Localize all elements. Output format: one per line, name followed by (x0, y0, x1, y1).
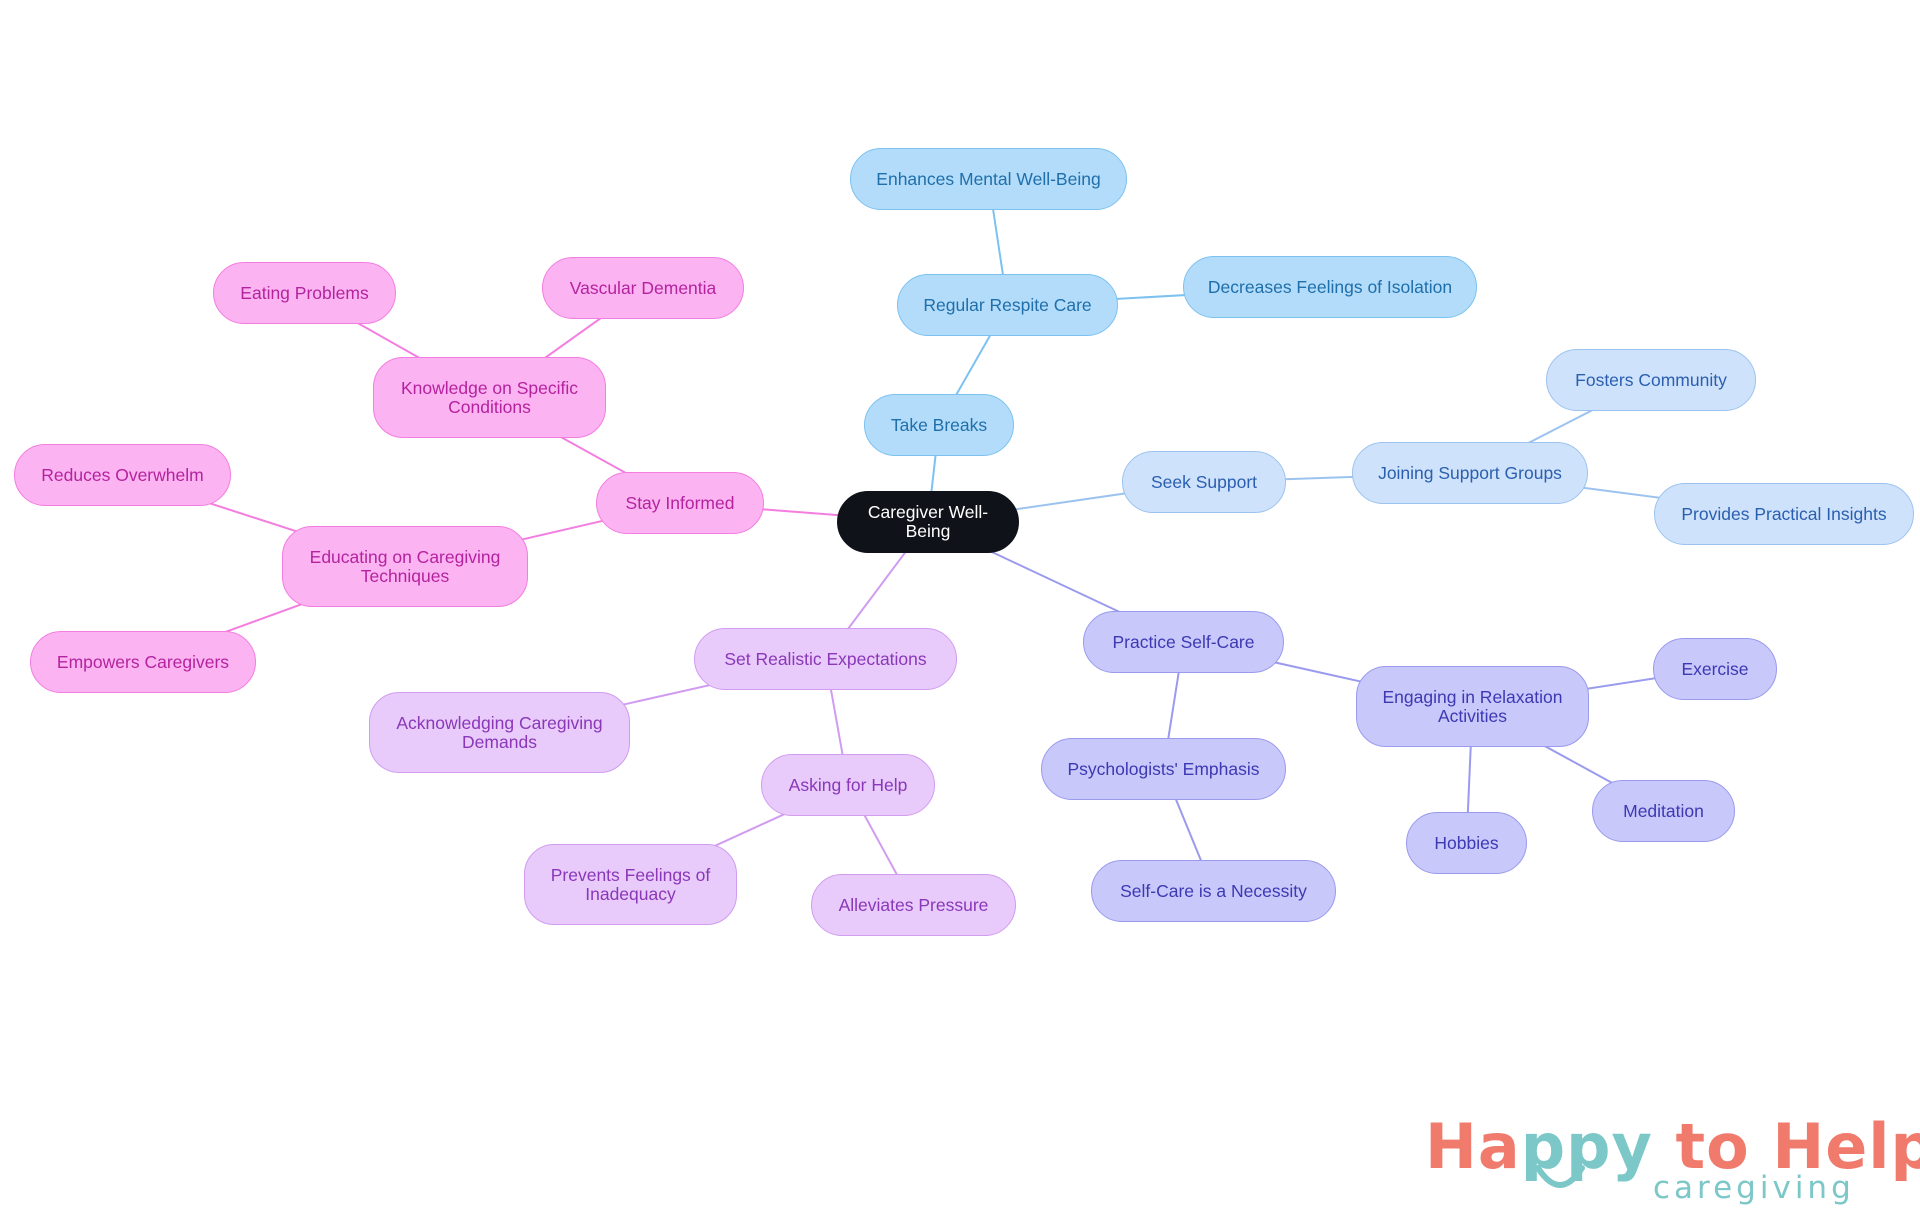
node-practice-self-care: Practice Self-Care (1083, 611, 1284, 673)
node-decreases-feelings-of-isolation: Decreases Feelings of Isolation (1183, 256, 1477, 318)
logo-subtitle: caregiving (1653, 1170, 1855, 1206)
node-seek-support: Seek Support (1122, 451, 1286, 513)
node-alleviates-pressure: Alleviates Pressure (811, 874, 1016, 936)
node-label-decreases-feelings-of-isolation: Decreases Feelings of Isolation (1207, 276, 1453, 297)
node-label-center: Caregiver Well-Being (867, 502, 989, 541)
node-label-vascular-dementia: Vascular Dementia (569, 277, 717, 298)
node-acknowledging-caregiving-demands: Acknowledging Caregiving Demands (369, 692, 630, 773)
node-stay-informed: Stay Informed (596, 472, 764, 534)
node-label-stay-informed: Stay Informed (625, 492, 735, 513)
node-provides-practical-insights: Provides Practical Insights (1654, 483, 1914, 545)
node-prevents-feelings-of-inadequacy: Prevents Feelings of Inadequacy (524, 844, 737, 925)
node-label-hobbies: Hobbies (1434, 832, 1499, 853)
node-label-seek-support: Seek Support (1150, 471, 1258, 492)
node-empowers-caregivers: Empowers Caregivers (30, 631, 256, 693)
node-reduces-overwhelm: Reduces Overwhelm (14, 444, 231, 506)
node-label-prevents-feelings-of-inadequacy: Prevents Feelings of Inadequacy (550, 864, 711, 904)
node-label-exercise: Exercise (1681, 658, 1749, 679)
node-eating-problems: Eating Problems (213, 262, 396, 324)
node-hobbies: Hobbies (1406, 812, 1527, 874)
logo-smile-icon (1535, 1165, 1585, 1188)
happy-to-help-logo: Happy to Help caregiving (1425, 1110, 1920, 1206)
node-vascular-dementia: Vascular Dementia (542, 257, 744, 319)
node-label-enhances-mental-well-being: Enhances Mental Well-Being (876, 168, 1101, 189)
node-label-alleviates-pressure: Alleviates Pressure (838, 894, 989, 915)
node-label-regular-respite-care: Regular Respite Care (923, 294, 1092, 315)
node-label-empowers-caregivers: Empowers Caregivers (56, 651, 230, 672)
node-label-knowledge-on-specific-conditions: Knowledge on Specific Conditions (400, 377, 579, 417)
node-enhances-mental-well-being: Enhances Mental Well-Being (850, 148, 1127, 210)
node-label-set-realistic-expectations: Set Realistic Expectations (724, 648, 927, 669)
node-take-breaks: Take Breaks (864, 394, 1014, 456)
node-asking-for-help: Asking for Help (761, 754, 935, 816)
node-set-realistic-expectations: Set Realistic Expectations (694, 628, 957, 690)
node-fosters-community: Fosters Community (1546, 349, 1756, 411)
node-label-reduces-overwhelm: Reduces Overwhelm (41, 464, 204, 485)
node-center: Caregiver Well-Being (837, 491, 1019, 553)
node-label-fosters-community: Fosters Community (1575, 369, 1727, 390)
node-label-educating-on-caregiving-techniques: Educating on Caregiving Techniques (309, 546, 501, 586)
node-label-provides-practical-insights: Provides Practical Insights (1681, 503, 1887, 524)
node-label-practice-self-care: Practice Self-Care (1112, 631, 1255, 652)
node-label-self-care-is-a-necessity: Self-Care is a Necessity (1120, 880, 1307, 901)
node-label-asking-for-help: Asking for Help (788, 774, 908, 795)
node-educating-on-caregiving-techniques: Educating on Caregiving Techniques (282, 526, 528, 607)
node-joining-support-groups: Joining Support Groups (1352, 442, 1588, 504)
logo-text-part3: to Help (1652, 1110, 1920, 1183)
node-knowledge-on-specific-conditions: Knowledge on Specific Conditions (373, 357, 606, 438)
node-exercise: Exercise (1653, 638, 1777, 700)
node-label-meditation: Meditation (1623, 800, 1704, 821)
node-label-engaging-in-relaxation-activities: Engaging in Relaxation Activities (1382, 686, 1563, 726)
node-label-psychologists-emphasis: Psychologists' Emphasis (1067, 758, 1260, 779)
node-engaging-in-relaxation-activities: Engaging in Relaxation Activities (1356, 666, 1589, 747)
node-meditation: Meditation (1592, 780, 1735, 842)
node-psychologists-emphasis: Psychologists' Emphasis (1041, 738, 1286, 800)
node-regular-respite-care: Regular Respite Care (897, 274, 1118, 336)
node-label-acknowledging-caregiving-demands: Acknowledging Caregiving Demands (396, 712, 603, 752)
node-self-care-is-a-necessity: Self-Care is a Necessity (1091, 860, 1336, 922)
node-label-joining-support-groups: Joining Support Groups (1378, 462, 1562, 483)
logo-wordmark: Happy to Help (1425, 1110, 1920, 1183)
logo-text-part1: Ha (1425, 1110, 1521, 1183)
node-label-eating-problems: Eating Problems (240, 282, 369, 303)
node-label-take-breaks: Take Breaks (890, 414, 988, 435)
